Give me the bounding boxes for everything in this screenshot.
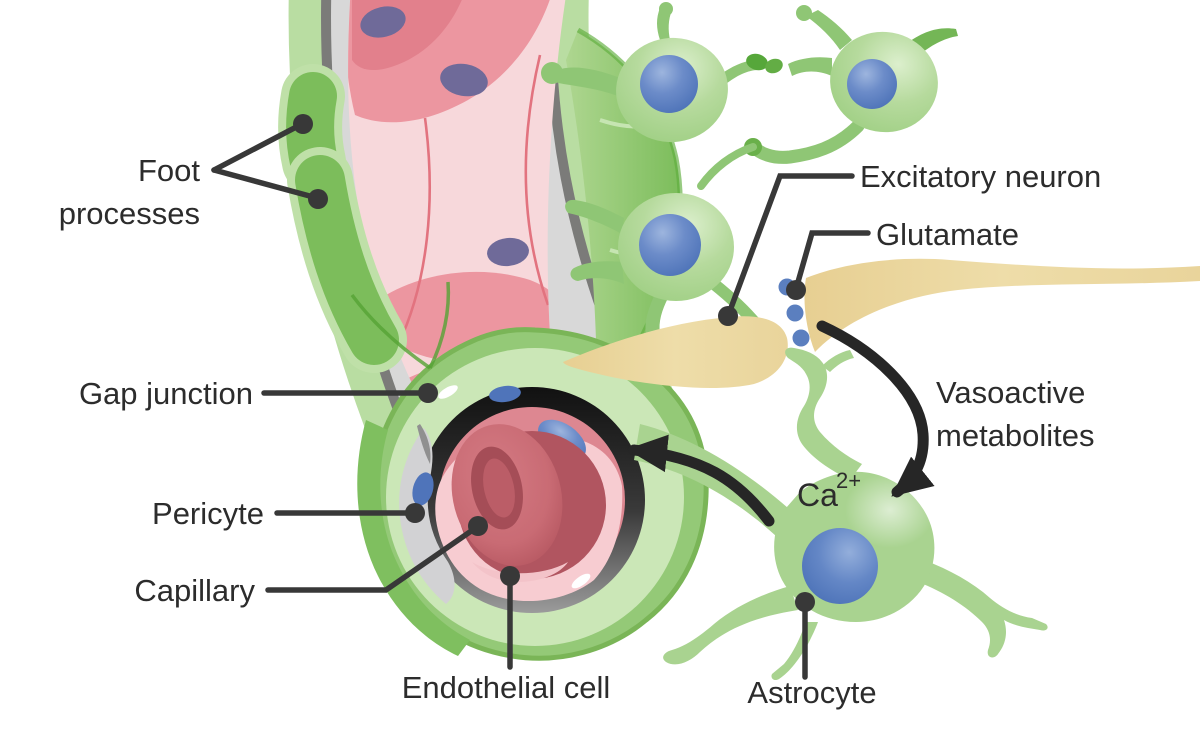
dendrite [806,10,852,50]
dendrite [657,8,672,40]
lumen-bottom-highlight [472,562,568,582]
foot-processes-leader-1 [211,121,305,173]
astrocyte-process-left [663,586,798,665]
glutamate-vesicle-dot [792,329,810,347]
excitatory-neuron-leader [725,173,855,319]
endfeet-separator [350,293,431,370]
axon-terminal-bulb [765,58,783,74]
foot-processes-label-line2: processes [59,196,200,231]
pericyte-cell [399,428,455,604]
leader-dot [795,592,815,612]
astrocyte-cell [634,347,1048,681]
excitatory-neuron-label: Excitatory neuron [860,159,1101,194]
glutamate-vesicle-dot [786,304,804,322]
pericyte-tip-shade [417,424,431,464]
dendrite-bulb [659,2,673,16]
capillary-leader [265,524,480,593]
cell-boundary-line [524,54,550,306]
leader-dot [786,280,806,300]
gap-junction-mark [438,385,458,399]
vasoactive-metabolites-label-line2: metabolites [936,418,1095,453]
astrocyte-label: Astrocyte [747,675,876,710]
astrocyte-process-bottom [771,622,818,681]
cell-boundary-line [396,117,431,346]
astrocyte-process-right [918,560,1048,658]
arrow-glutamate-to-astrocyte [816,320,935,498]
axon [748,119,865,164]
endothelial-cell-shade [352,0,470,70]
neuron-nucleus [640,55,698,113]
dendrite [788,57,832,76]
calcium-label-superscript: 2+ [836,468,861,493]
neuron-nucleus [847,59,897,109]
arrow-astrocyte-to-capillary [626,434,775,527]
axon-terminal-bulb [746,53,768,71]
astrocyte-process-to-synapse [785,347,862,480]
astrocyte-endfeet-wrap-left [357,420,470,656]
dendrite [555,67,620,96]
leader-dot [418,383,438,403]
leader-dot [293,114,313,134]
leader-dot [405,503,425,523]
red-blood-cell-dimple-center [483,458,515,518]
pericyte-nucleus [412,472,434,506]
neuron-nucleus [639,214,701,276]
neuron-1 [541,2,758,143]
foot-processes-leader-2 [211,167,320,201]
dendrite [570,261,624,284]
glutamate-leader [793,230,871,292]
postsynaptic-terminal [804,258,1200,352]
vasoactive-metabolites-label-line1: Vasoactive [936,375,1085,410]
leader-dot [308,189,328,209]
pericyte-label: Pericyte [152,496,264,531]
dendrite-bulb [541,62,563,84]
cell-nucleus [487,237,529,267]
capillary-cross-section [350,281,709,661]
astrocyte-nucleus [802,528,878,604]
leader-dot [468,516,488,536]
endothelial-cell-label: Endothelial cell [402,670,611,705]
excitatory-neuron-cell [565,193,762,334]
capillary-label: Capillary [134,573,255,608]
foot-processes-label-line1: Foot [138,153,200,188]
endfeet-separator [428,281,451,369]
neuron-network [541,2,958,334]
dendrite [645,296,668,334]
endothelial-nucleus [489,385,521,403]
glutamate-label: Glutamate [876,217,1019,252]
gap-junction-label: Gap junction [79,376,253,411]
astrocyte-process-nub [822,350,854,372]
leader-lines [211,114,871,680]
cell-nucleus [440,63,488,97]
presynaptic-terminal [563,316,788,389]
leader-dot [500,566,520,586]
cell-nucleus [360,6,406,38]
dendrite-bulb [796,5,812,21]
leader-dot [718,306,738,326]
axon-strand [697,143,757,190]
calcium-label-base: Ca [797,477,838,513]
dendrite [565,199,624,234]
neuron-2 [697,5,958,190]
gap-junction-mark [571,573,591,589]
